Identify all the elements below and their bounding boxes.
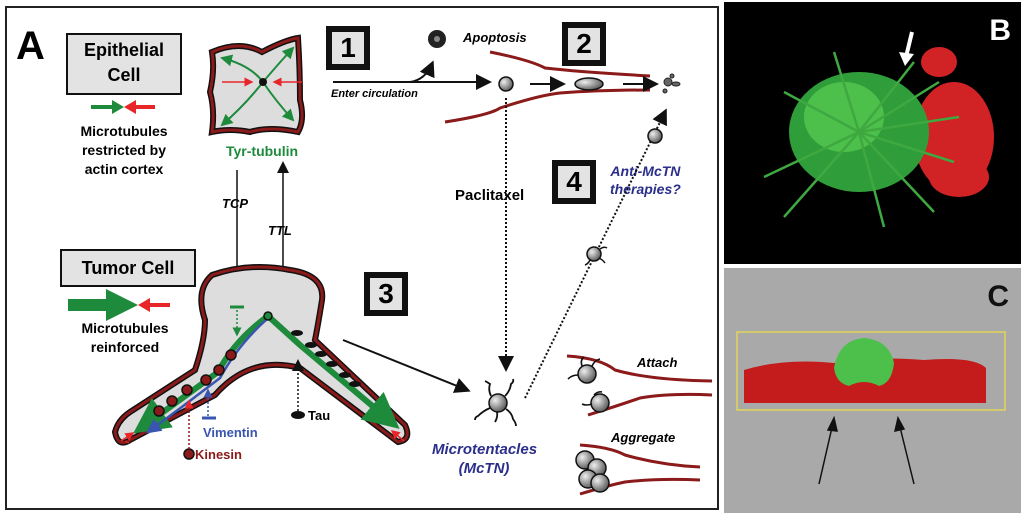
vimentin-label: Vimentin — [203, 425, 258, 440]
step-2-box: 2 — [562, 22, 606, 66]
epithelial-caption-line1: Microtubules — [80, 123, 168, 139]
attach-label: Attach — [637, 355, 678, 370]
panel-c-image — [736, 331, 1006, 485]
kinesin-label: Kinesin — [195, 447, 242, 462]
glu-tubulin-label: Glu-tubulin — [229, 290, 299, 305]
panel-c-letter: C — [987, 280, 1009, 313]
bounding-box — [736, 331, 1006, 411]
tyr-tubulin-label: Tyr-tubulin — [226, 143, 299, 159]
epithelial-box-line1: Epithelial — [83, 40, 164, 60]
green-cell-cluster — [763, 51, 960, 228]
tumor-caption-line1: Microtubules — [81, 320, 169, 336]
tumor-box-label: Tumor Cell — [81, 258, 175, 278]
tumor-caption: Microtubules reinforced — [60, 319, 190, 357]
step-1-box: 1 — [326, 26, 370, 70]
anti-mctn-line1: Anti-McTN — [610, 163, 681, 179]
green-tumor-cell — [834, 338, 894, 386]
ttl-label: TTL — [268, 222, 292, 239]
panel-b-image — [763, 31, 994, 228]
microtentacles-line1: Microtentacles — [432, 441, 538, 458]
epithelial-cell-box: Epithelial Cell — [66, 33, 182, 95]
panel-b-letter: B — [989, 14, 1011, 47]
microtentacles-label: Microtentacles (McTN) — [432, 440, 538, 478]
white-arrow-icon — [904, 31, 914, 58]
epithelial-caption: Microtubules restricted by actin cortex — [66, 122, 182, 179]
aggregate-label: Aggregate — [611, 430, 676, 445]
anti-mctn-line2: therapies? — [610, 181, 681, 197]
microtentacles-line2: (McTN) — [458, 460, 510, 477]
epithelial-box-line2: Cell — [107, 65, 141, 85]
tumor-cell-box: Tumor Cell — [60, 249, 196, 287]
paclitaxel-label: Paclitaxel — [455, 187, 525, 204]
tumor-caption-line2: reinforced — [90, 339, 160, 355]
epithelial-caption-line2: restricted by — [81, 142, 167, 158]
red-cell-cluster — [914, 47, 994, 197]
panel-b-micrograph: B — [724, 2, 1021, 264]
epithelial-caption-line3: actin cortex — [84, 161, 164, 177]
panel-c-micrograph: C — [724, 268, 1021, 513]
apoptosis-label: Apoptosis — [463, 30, 527, 45]
step-3-box: 3 — [364, 272, 408, 316]
step-4-box: 4 — [552, 160, 596, 204]
enter-circulation-label: Enter circulation — [331, 88, 418, 100]
tau-label: Tau — [308, 408, 331, 423]
arrows-icon — [818, 415, 915, 485]
anti-mctn-label: Anti-McTN therapies? — [610, 162, 681, 198]
tcp-label: TCP — [222, 195, 248, 212]
panel-a-letter: A — [16, 24, 45, 68]
